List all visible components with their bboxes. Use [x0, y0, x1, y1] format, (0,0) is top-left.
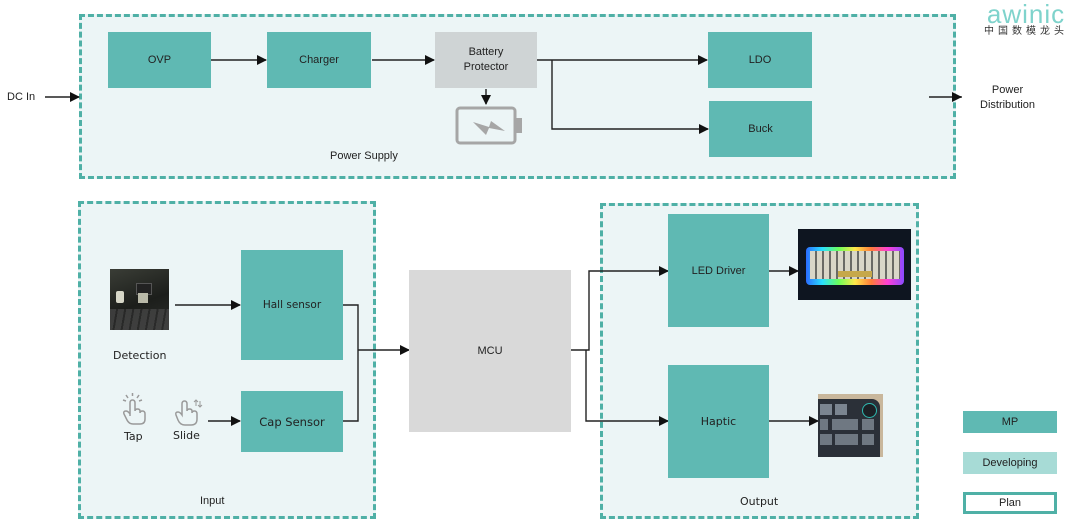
rgb-keyboard-photo	[798, 229, 911, 300]
led-driver-label: LED Driver	[691, 264, 746, 277]
wire-bp-buck	[551, 60, 709, 134]
mcu-block[interactable]: MCU	[409, 270, 571, 432]
slide-label: Slide	[173, 429, 200, 442]
detection-photo	[110, 269, 169, 330]
cap-sensor-label: Cap Sensor	[259, 414, 325, 429]
legend-plan: Plan	[963, 492, 1057, 514]
buck-label: Buck	[748, 123, 773, 135]
ldo-label: LDO	[748, 54, 772, 66]
led-driver-block[interactable]: LED Driver	[668, 214, 769, 327]
power-distribution-label: Power Distribution	[980, 83, 1035, 113]
detection-label: Detection	[113, 349, 167, 362]
legend-developing-label: Developing	[982, 457, 1038, 469]
dc-in-label: DC In	[7, 91, 36, 103]
buck-block[interactable]: Buck	[709, 101, 812, 157]
legend-developing: Developing	[963, 452, 1057, 474]
charger-block[interactable]: Charger	[267, 32, 371, 88]
logo-tagline: 中国数模龙头	[984, 26, 1068, 37]
ovp-block[interactable]: OVP	[108, 32, 211, 88]
legend-plan-label: Plan	[998, 497, 1022, 509]
hall-sensor-label: Hall sensor	[262, 299, 322, 311]
wire-hall-bus	[343, 304, 359, 422]
power-distribution-line2: Distribution	[980, 99, 1036, 111]
awinic-logo: awinic 中国数模龙头	[984, 0, 1068, 38]
battery-charging-icon	[455, 106, 522, 145]
power-distribution-line1: Power	[991, 84, 1024, 96]
output-title: Output	[740, 495, 779, 508]
hall-sensor-block[interactable]: Hall sensor	[241, 250, 343, 360]
wire-mcu-led	[571, 266, 669, 351]
battery-protector-line2: Protector	[463, 61, 509, 73]
ldo-block[interactable]: LDO	[708, 32, 812, 88]
mcu-label: MCU	[477, 345, 503, 357]
power-supply-title: Power Supply	[330, 150, 398, 162]
ovp-label: OVP	[147, 54, 172, 66]
tap-label: Tap	[124, 430, 143, 443]
haptic-label: Haptic	[700, 415, 737, 428]
cap-sensor-block[interactable]: Cap Sensor	[241, 391, 343, 452]
legend-mp: MP	[963, 411, 1057, 433]
tap-gesture-icon	[122, 393, 146, 425]
battery-protector-block[interactable]: Battery Protector	[435, 32, 537, 88]
battery-protector-line1: Battery	[468, 46, 504, 58]
haptic-keyboard-photo	[818, 394, 883, 457]
haptic-block[interactable]: Haptic	[668, 365, 769, 478]
logo-wordmark: awinic	[986, 0, 1066, 29]
slide-gesture-icon	[175, 399, 203, 426]
wire-mcu-haptic	[585, 350, 669, 426]
legend-mp-label: MP	[1001, 416, 1019, 428]
charger-label: Charger	[299, 54, 339, 66]
input-title: Input	[200, 495, 225, 507]
